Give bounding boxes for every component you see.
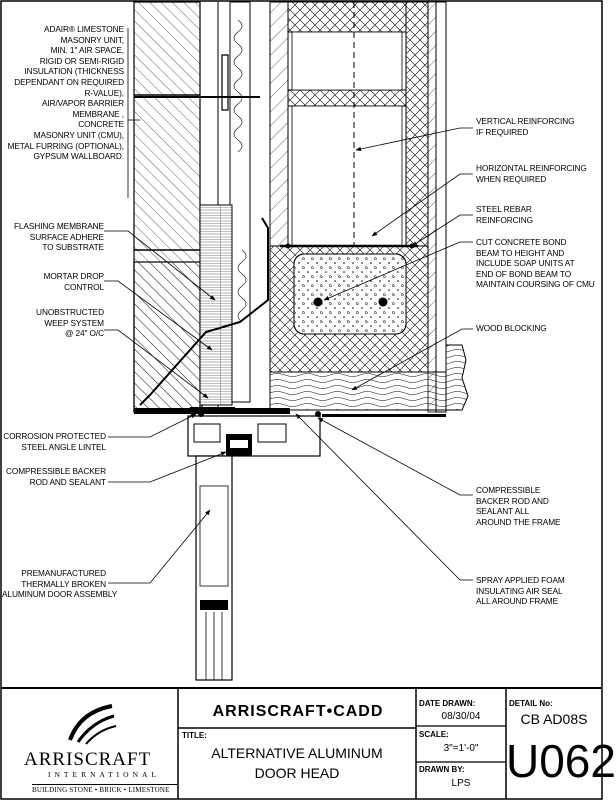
label-line: GYPSUM WALLBOARD. xyxy=(33,151,124,162)
leader-lines xyxy=(104,28,473,584)
sheet-border xyxy=(0,0,603,800)
cmu-wall xyxy=(269,1,429,373)
label-line: SURFACE ADHERE xyxy=(29,231,104,242)
label-line: PREMANUFACTURED xyxy=(21,568,106,578)
label-line: MAINTAIN COURSING OF CMU xyxy=(476,279,595,290)
label-line: METAL FURRING (OPTIONAL), xyxy=(7,140,125,151)
date-label: DATE DRAWN: xyxy=(419,699,476,708)
label-steel-rebar: STEEL REBAR REINFORCING xyxy=(476,204,600,225)
label-line: @ 24" O/C xyxy=(64,328,104,339)
scale-label: SCALE: xyxy=(419,730,449,739)
label-line: AIR/VAPOR BARRIER xyxy=(41,98,124,109)
scale-value: 3"=1'-0" xyxy=(443,743,479,754)
label-line: INSULATION (THICKNESS xyxy=(24,66,124,77)
label-line: CORROSION PROTECTED xyxy=(3,431,106,441)
label-line: MASONRY UNIT, xyxy=(60,34,125,45)
label-line: UNOBSTRUCTED xyxy=(36,307,104,317)
label-line: INSULATING AIR SEAL xyxy=(476,585,563,596)
label-line: MIN. 1" AIR SPACE, xyxy=(50,45,124,56)
rigid-insulation xyxy=(229,1,251,403)
wood-blocking xyxy=(269,344,469,411)
label-bond-beam: CUT CONCRETE BOND BEAM TO HEIGHT AND INC… xyxy=(476,237,600,290)
label-line: BEAM TO HEIGHT AND xyxy=(476,247,565,258)
label-line: SPRAY APPLIED FOAM xyxy=(476,575,565,585)
label-spray-foam: SPRAY APPLIED FOAM INSULATING AIR SEAL A… xyxy=(476,575,600,607)
label-line: R-VALUE), xyxy=(84,87,124,98)
label-line: COMPRESSIBLE xyxy=(476,485,541,495)
label-line: TO SUBSTRATE xyxy=(42,242,104,253)
logo-sub: INTERNATIONAL xyxy=(48,770,160,779)
aluminum-door xyxy=(195,455,233,681)
label-line: HORIZONTAL REINFORCING xyxy=(476,163,587,173)
label-line: ALUMINUM DOOR ASSEMBLY xyxy=(2,589,118,600)
label-vertical-reinforcing: VERTICAL REINFORCING IF REQUIRED xyxy=(476,116,600,137)
detail-label: DETAIL No: xyxy=(509,699,553,708)
label-line: BACKER ROD AND xyxy=(476,495,549,506)
drawn-by-label: DRAWN BY: xyxy=(419,765,465,774)
tie-anchor xyxy=(134,54,260,111)
drawing-title-line1: ALTERNATIVE ALUMINUM xyxy=(211,745,383,761)
limestone-unit xyxy=(133,1,203,413)
label-line: MASONRY UNIT (CMU), xyxy=(33,129,124,140)
label-line: REINFORCING xyxy=(476,214,533,225)
date-value: 08/30/04 xyxy=(441,711,481,722)
drawing-title-line2: DOOR HEAD xyxy=(254,765,340,781)
label-wood-blocking: WOOD BLOCKING xyxy=(476,323,600,334)
label-line: WHEN REQUIRED xyxy=(476,173,547,184)
label-mortar: MORTAR DROP CONTROL xyxy=(2,271,104,292)
label-line: MORTAR DROP xyxy=(43,271,104,281)
aluminum-frame-head xyxy=(187,411,446,457)
flashing-membrane xyxy=(139,217,269,406)
label-line: CUT CONCRETE BOND xyxy=(476,237,567,247)
label-adair: ADAIR® LIMESTONE MASONRY UNIT, MIN. 1" A… xyxy=(2,24,125,162)
logo-tagline: BUILDING STONE • BRICK • LIMESTONE xyxy=(32,784,177,794)
label-line: STEEL ANGLE LINTEL xyxy=(21,441,106,452)
arriscraft-logo-mark xyxy=(68,701,117,745)
label-line: CONCRETE xyxy=(78,119,124,130)
brick-backup xyxy=(199,204,233,406)
interior-finish xyxy=(427,1,447,413)
label-door-assembly: PREMANUFACTURED THERMALLY BROKEN ALUMINU… xyxy=(2,568,118,600)
label-line: COMPRESSIBLE BACKER xyxy=(6,466,106,476)
steel-angle-lintel xyxy=(134,407,290,414)
label-line: SEALANT ALL xyxy=(476,506,530,517)
label-line: STEEL REBAR xyxy=(476,204,532,214)
label-line: ROD AND SEALANT xyxy=(29,476,107,487)
cadd-title: ARRISCRAFT•CADD xyxy=(212,703,384,720)
drawn-by-value: LPS xyxy=(451,778,471,789)
label-line: INCLUDE SOAP UNITS AT xyxy=(476,258,575,269)
label-line: END OF BOND BEAM TO xyxy=(476,268,572,279)
label-line: WEEP SYSTEM xyxy=(44,317,104,328)
section-drawing xyxy=(0,0,603,800)
label-line: MEMBRANE , xyxy=(72,108,124,119)
label-backer-right: COMPRESSIBLE BACKER ROD AND SEALANT ALL … xyxy=(476,485,600,527)
label-line: CONTROL xyxy=(64,281,104,292)
label-line: VERTICAL REINFORCING xyxy=(476,116,575,126)
label-line: WOOD BLOCKING xyxy=(476,323,547,333)
detail-number: U062 xyxy=(506,735,616,787)
title-block-frame xyxy=(2,687,601,799)
logo-name: ARRISCRAFT xyxy=(24,749,152,770)
label-line: THERMALLY BROKEN xyxy=(21,578,106,589)
label-flashing: FLASHING MEMBRANE SURFACE ADHERE TO SUBS… xyxy=(2,221,104,253)
label-horizontal-reinforcing: HORIZONTAL REINFORCING WHEN REQUIRED xyxy=(476,163,600,184)
label-line: IF REQUIRED xyxy=(476,126,529,137)
label-line: AROUND THE FRAME xyxy=(476,516,561,527)
label-line: ALL AROUND FRAME xyxy=(476,596,559,607)
label-line: RIGID OR SEMI-RIGID xyxy=(39,55,124,66)
detail-code: CB AD08S xyxy=(520,711,588,727)
label-weep: UNOBSTRUCTED WEEP SYSTEM @ 24" O/C xyxy=(2,307,104,339)
label-line: FLASHING MEMBRANE xyxy=(13,221,104,231)
label-line: DEPENDANT ON REQUIRED xyxy=(14,76,124,87)
title-label: TITLE: xyxy=(182,731,207,740)
label-lintel: CORROSION PROTECTED STEEL ANGLE LINTEL xyxy=(2,431,106,452)
label-line: ADAIR® LIMESTONE xyxy=(44,24,124,34)
label-backer-left: COMPRESSIBLE BACKER ROD AND SEALANT xyxy=(2,466,106,487)
